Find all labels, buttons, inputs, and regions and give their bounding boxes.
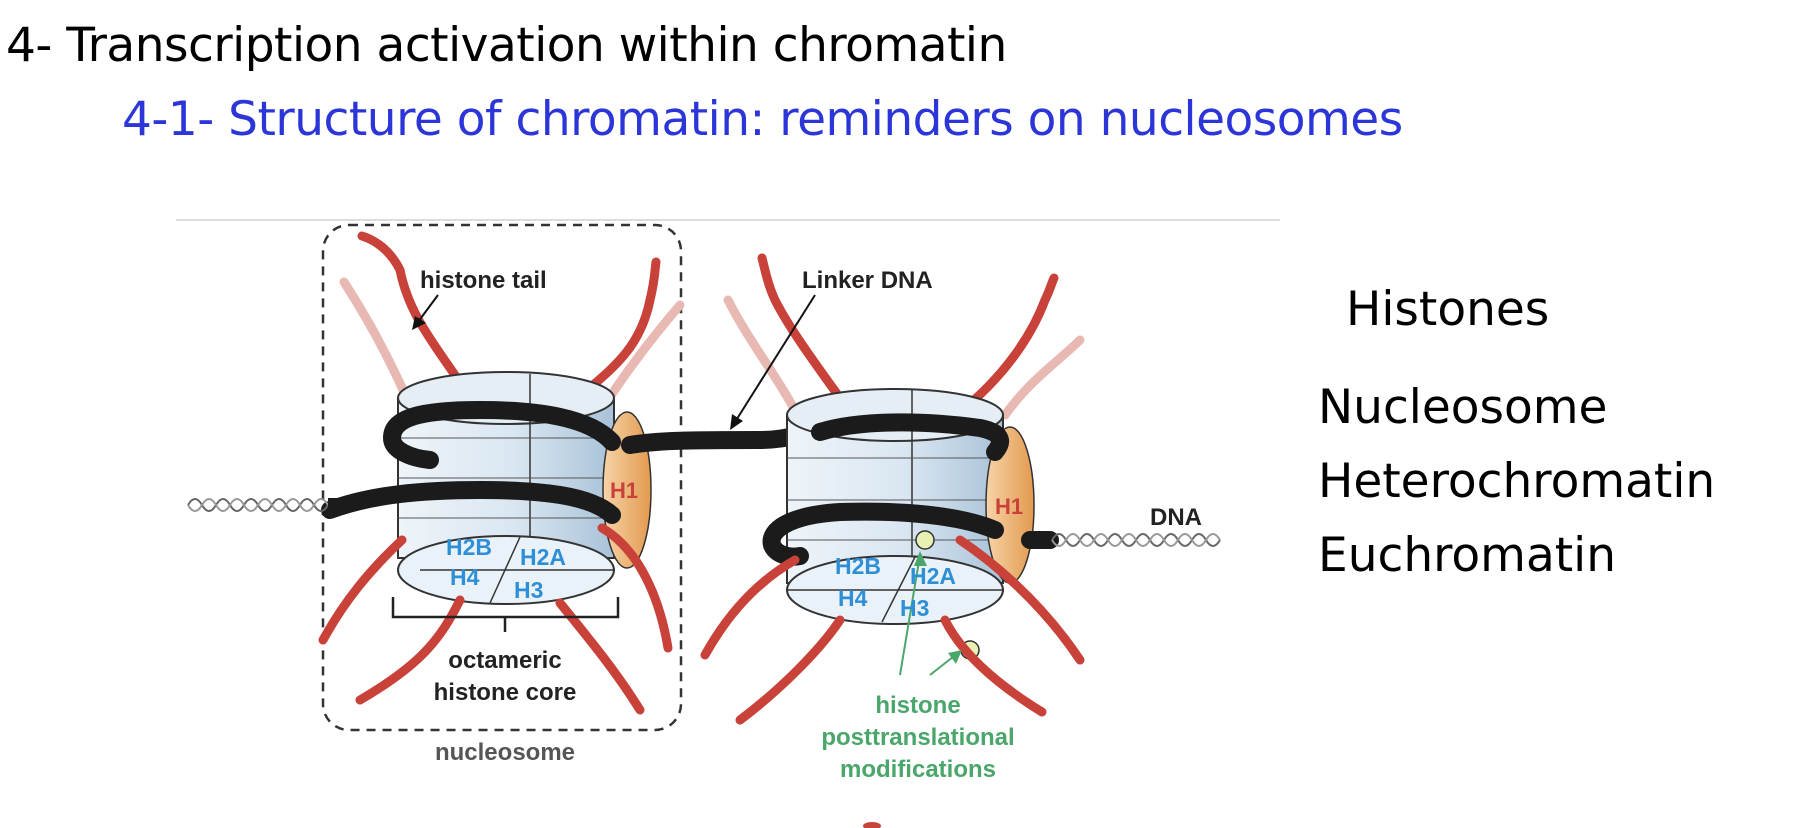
linker-dna-label: Linker DNA — [802, 267, 933, 294]
histone-tail-arrow — [417, 294, 439, 323]
octameric-bracket — [391, 597, 620, 632]
histone-label-h3: H3 — [514, 577, 543, 603]
histone-core-label: histone core — [434, 679, 577, 706]
ptm-label-line1: histone — [875, 692, 960, 719]
histone-tail — [940, 615, 1047, 717]
term-heterochromatin: Heterochromatin — [1318, 454, 1716, 509]
h1-label-right: H1 — [995, 494, 1023, 519]
histone-label-h4: H4 — [450, 564, 480, 590]
term-histones: Histones — [1346, 282, 1550, 337]
histone-tail — [955, 535, 1085, 665]
left-nucleosome — [318, 231, 685, 715]
histone-tail — [357, 231, 475, 403]
histone-tail — [735, 615, 845, 725]
histone-tail — [318, 535, 407, 645]
histone-label-h2a: H2A — [910, 563, 956, 589]
histone-tail — [355, 595, 465, 705]
histone-tail — [700, 555, 800, 660]
nucleosome-box — [321, 223, 683, 732]
nucleosome-label: nucleosome — [435, 739, 575, 766]
dna-wrap — [811, 413, 1009, 461]
tail-faded — [1000, 335, 1085, 420]
slide-subtitle: 4-1- Structure of chromatin: reminders o… — [122, 92, 1403, 147]
right-nucleosome — [700, 253, 1085, 725]
cropped-mark — [863, 822, 881, 828]
term-euchromatin: Euchromatin — [1318, 528, 1617, 583]
histone-label-h2b: H2B — [835, 553, 881, 579]
dna-wrap — [762, 502, 1004, 566]
histone-tail — [573, 257, 661, 403]
dna-wrap — [321, 480, 621, 524]
ptm-marker — [915, 530, 935, 550]
octameric-label: octameric — [448, 647, 561, 674]
slide-title: 4- Transcription activation within chrom… — [6, 18, 1007, 73]
histone-tail — [955, 273, 1059, 417]
histone-label-h3: H3 — [900, 595, 929, 621]
dna-helix-right — [1051, 533, 1221, 547]
histone-tail — [757, 253, 855, 417]
dna-label: DNA — [1150, 504, 1202, 531]
ptm-label-line2: posttranslational — [821, 724, 1014, 751]
dna-helix-left — [187, 498, 329, 512]
histone-tail — [555, 598, 645, 715]
histone-label-h2b: H2B — [446, 534, 492, 560]
term-nucleosome: Nucleosome — [1318, 380, 1608, 435]
dna-wrap — [382, 400, 621, 469]
linker-dna-arrow — [734, 294, 816, 423]
histone-tail-label: histone tail — [420, 267, 547, 294]
histone-label-h2a: H2A — [520, 544, 566, 570]
histone-tail — [597, 523, 673, 653]
h1-label-left: H1 — [610, 478, 638, 503]
histone-label-h4: H4 — [838, 585, 868, 611]
ptm-label-line3: modifications — [840, 756, 996, 783]
